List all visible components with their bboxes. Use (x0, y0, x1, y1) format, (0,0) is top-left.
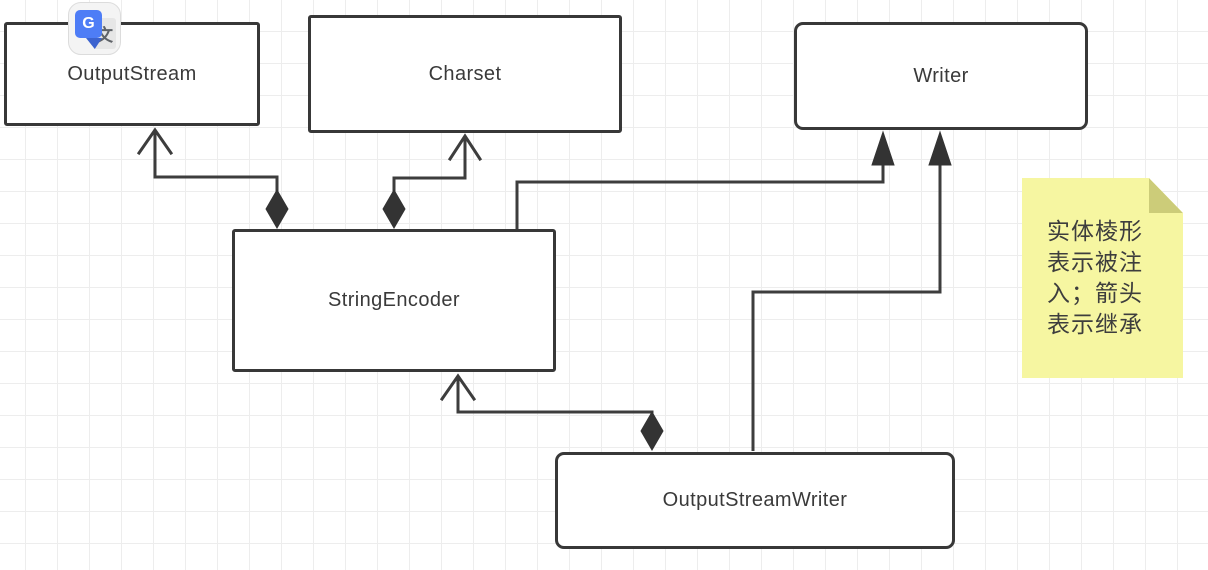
edge-outputstreamwriter-writer[interactable] (751, 130, 952, 451)
translate-g-glyph: G (75, 10, 102, 38)
node-output-stream-writer[interactable]: OutputStreamWriter (555, 452, 955, 549)
node-label: Writer (913, 64, 969, 87)
sticky-note[interactable]: 实体棱形 表示被注 入；箭头 表示继承 (1022, 178, 1183, 378)
node-writer[interactable]: Writer (794, 22, 1088, 130)
note-line: 实体棱形 (1047, 218, 1143, 244)
node-output-stream[interactable]: OutputStream (4, 22, 260, 126)
edge-stringencoder-charset[interactable] (382, 133, 483, 229)
edge-stringencoder-outputstream[interactable] (136, 127, 289, 229)
g-glyph-text: G (82, 15, 95, 32)
node-label: OutputStream (67, 62, 197, 85)
edge-stringencoder-writer[interactable] (515, 130, 895, 229)
node-label: OutputStreamWriter (662, 489, 848, 511)
node-string-encoder[interactable]: StringEncoder (232, 229, 556, 372)
note-line: 入；箭头 (1047, 280, 1143, 306)
node-charset[interactable]: Charset (308, 15, 622, 133)
node-label: Charset (428, 62, 502, 85)
note-fold-corner-icon (1149, 178, 1183, 213)
node-label: StringEncoder (328, 289, 460, 311)
translate-fold-icon (86, 38, 102, 49)
edge-outputstreamwriter-stringencoder[interactable] (439, 373, 664, 451)
note-line: 表示继承 (1047, 311, 1143, 337)
note-text: 实体棱形 表示被注 入；箭头 表示继承 (1047, 216, 1143, 340)
google-translate-icon[interactable]: 文 G (68, 2, 121, 55)
note-line: 表示被注 (1047, 249, 1143, 275)
